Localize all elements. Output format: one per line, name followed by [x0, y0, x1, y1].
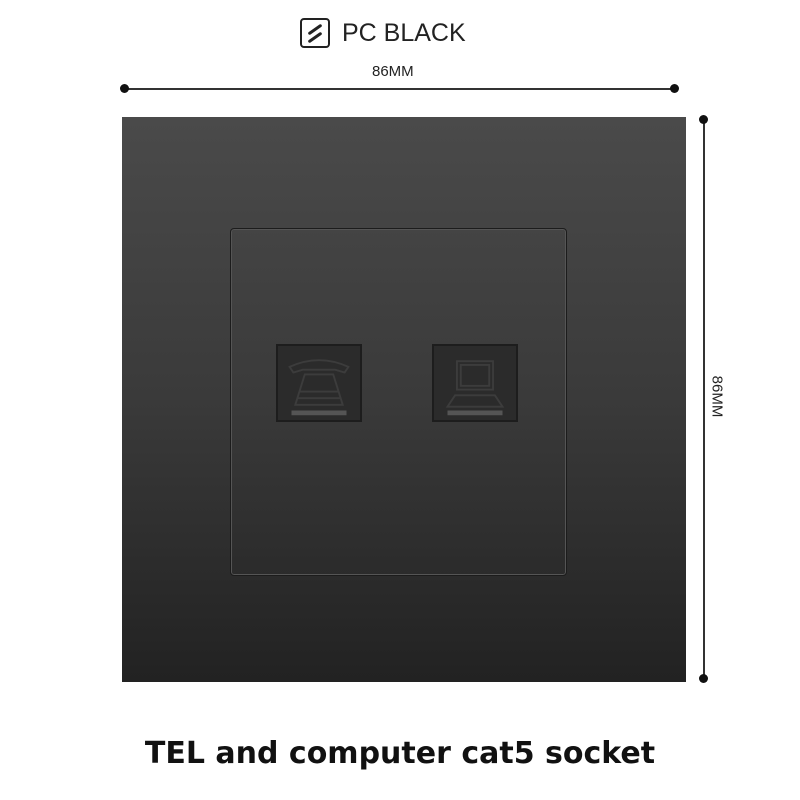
caption: TEL and computer cat5 socket	[144, 736, 656, 771]
dimension-endpoint	[120, 84, 129, 93]
dimension-endpoint	[699, 115, 708, 124]
header-title: PC BLACK	[342, 18, 466, 47]
dimension-endpoint	[699, 674, 708, 683]
inner-frame	[230, 228, 567, 576]
height-dimension-line	[703, 120, 705, 678]
pc-material-icon	[300, 18, 330, 48]
telephone-jack	[276, 344, 362, 422]
dimension-endpoint	[670, 84, 679, 93]
socket-plate	[122, 117, 686, 682]
computer-icon	[445, 360, 505, 416]
computer-jack	[432, 344, 518, 422]
telephone-icon	[288, 359, 350, 416]
header: PC BLACK	[300, 18, 466, 48]
width-label: 86MM	[372, 63, 414, 80]
width-dimension-line	[125, 88, 675, 90]
height-label: 86MM	[708, 375, 726, 418]
